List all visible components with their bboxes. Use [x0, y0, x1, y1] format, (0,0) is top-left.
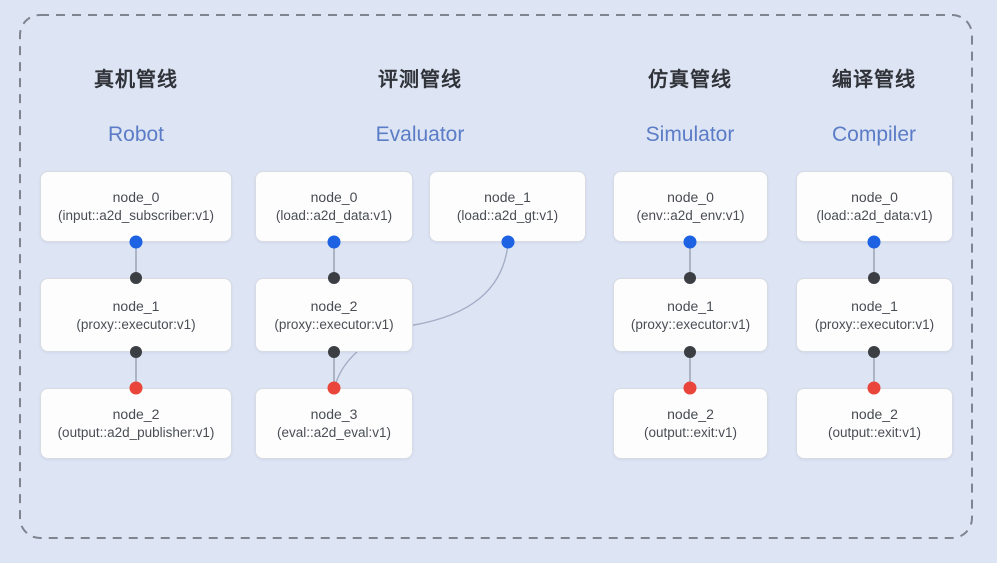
node-type: (proxy::executor:v1)	[76, 316, 196, 332]
node-type: (eval::a2d_eval:v1)	[276, 425, 392, 440]
node-box-compiler-node2: node_2 (output::exit:v1)	[796, 388, 953, 459]
node-type: (input::a2d_subscriber:v1)	[57, 208, 215, 223]
node-name: node_1	[112, 297, 160, 314]
node-name: node_2	[851, 406, 898, 422]
node-type: (load::a2d_data:v1)	[275, 208, 393, 223]
pipeline-title-en-robot: Robot	[107, 123, 165, 146]
pipeline-title-en-compiler: Compiler	[831, 123, 917, 146]
node-box-simulator-node0: node_0 (env::a2d_env:v1)	[613, 171, 768, 242]
node-type: (proxy::executor:v1)	[274, 316, 394, 332]
node-name: node_0	[851, 189, 898, 205]
node-box-evaluator-node2: node_2 (proxy::executor:v1)	[255, 278, 413, 352]
node-box-simulator-node1: node_1 (proxy::executor:v1)	[613, 278, 768, 352]
node-name: node_2	[112, 406, 160, 422]
node-name: node_1	[851, 297, 898, 314]
node-name: node_2	[310, 297, 358, 314]
node-type: (output::exit:v1)	[827, 425, 922, 440]
node-box-evaluator-node1: node_1 (load::a2d_gt:v1)	[429, 171, 586, 242]
pipeline-title-zh-evaluator: 评测管线	[378, 69, 462, 91]
node-box-compiler-node0: node_0 (load::a2d_data:v1)	[796, 171, 953, 242]
node-name: node_1	[484, 189, 531, 205]
node-type: (load::a2d_gt:v1)	[456, 208, 559, 223]
node-type: (proxy::executor:v1)	[630, 316, 751, 332]
node-name: node_0	[310, 189, 358, 205]
node-box-robot-node2: node_2 (output::a2d_publisher:v1)	[40, 388, 232, 459]
node-name: node_0	[112, 189, 160, 205]
node-box-compiler-node1: node_1 (proxy::executor:v1)	[796, 278, 953, 352]
pipeline-title-zh-robot: 真机管线	[94, 69, 178, 91]
node-type: (load::a2d_data:v1)	[816, 208, 933, 223]
node-name: node_1	[667, 297, 714, 314]
node-name: node_3	[310, 406, 358, 422]
pipeline-title-zh-compiler: 编译管线	[832, 69, 916, 91]
node-type: (output::a2d_publisher:v1)	[57, 425, 215, 440]
node-type: (env::a2d_env:v1)	[636, 208, 745, 223]
node-box-evaluator-node3: node_3 (eval::a2d_eval:v1)	[255, 388, 413, 459]
pipeline-title-en-evaluator: Evaluator	[375, 123, 465, 146]
node-type: (proxy::executor:v1)	[814, 316, 935, 332]
node-type: (output::exit:v1)	[643, 425, 738, 440]
node-box-evaluator-node0: node_0 (load::a2d_data:v1)	[255, 171, 413, 242]
dashed-frame	[19, 14, 973, 539]
node-box-robot-node1: node_1 (proxy::executor:v1)	[40, 278, 232, 352]
node-box-simulator-node2: node_2 (output::exit:v1)	[613, 388, 768, 459]
node-box-robot-node0: node_0 (input::a2d_subscriber:v1)	[40, 171, 232, 242]
node-name: node_2	[667, 406, 714, 422]
node-name: node_0	[667, 189, 714, 205]
